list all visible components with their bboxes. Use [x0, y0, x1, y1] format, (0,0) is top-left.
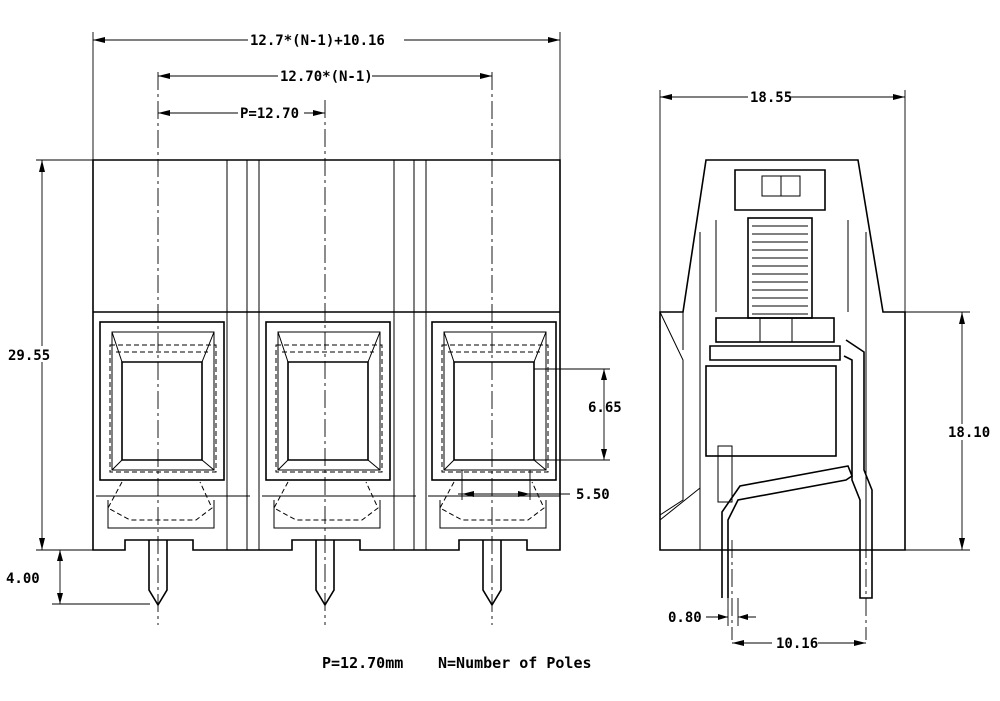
opening-height-label: 6.65	[588, 400, 622, 416]
pole-2	[262, 321, 416, 607]
pole-3	[428, 321, 560, 607]
pole-1	[96, 321, 250, 607]
opening-width-label: 5.50	[576, 487, 610, 503]
pin-spacing-label: 10.16	[776, 636, 818, 652]
side-view	[659, 90, 970, 646]
front-view	[36, 32, 610, 625]
poles-note: N=Number of Poles	[438, 654, 592, 672]
screw-thread	[752, 225, 808, 315]
pin-length-label: 4.00	[6, 571, 40, 587]
overall-width-label: 12.7*(N-1)+10.16	[250, 33, 385, 49]
pitch-note: P=12.70mm	[322, 654, 403, 672]
side-height-label: 18.10	[948, 425, 990, 441]
side-width-label: 18.55	[750, 90, 792, 106]
span-label: 12.70*(N-1)	[280, 69, 373, 85]
pin-thickness-label: 0.80	[668, 610, 702, 626]
pitch-label: P=12.70	[240, 106, 299, 122]
height-total-label: 29.55	[8, 348, 50, 364]
